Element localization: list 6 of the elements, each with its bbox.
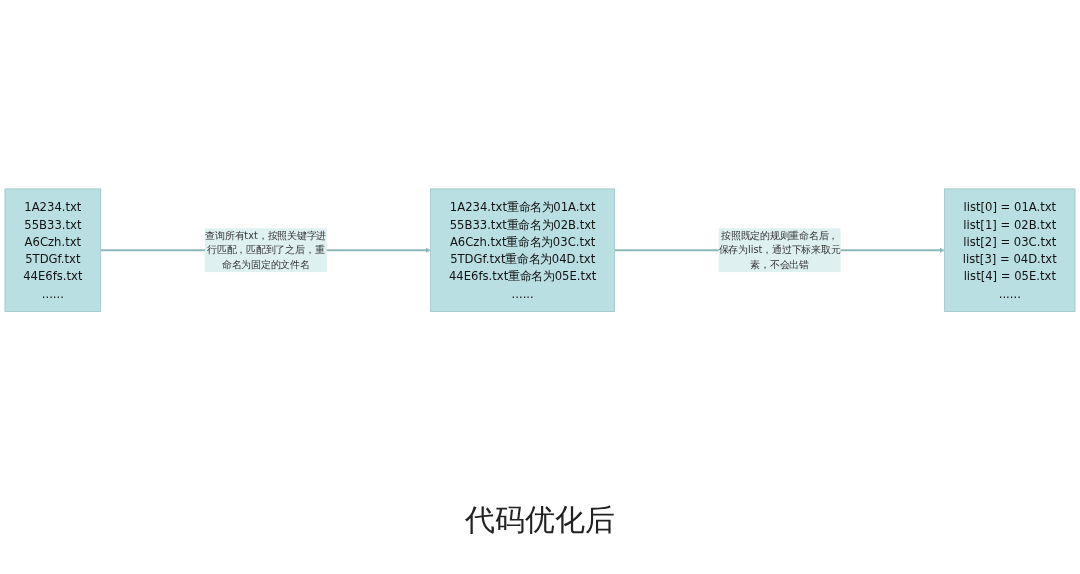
node-box: 1A234.txt重命名为01A.txt 55B33.txt重命名为02B.txt A6Czh.txt重命名为03C.txt 5TDGf.txt重命名为04D.txt 44E6fs.txt重命名为05E.txt ......: [430, 188, 615, 312]
edge-label: 按照既定的规则重命名后，保存为list，通过下标来取元素，不会出错: [718, 229, 841, 271]
edge-label: 查询所有txt，按照关键字进行匹配，匹配到了之后，重命名为固定的文件名: [205, 229, 327, 271]
node-box: list[0] = 01A.txt list[1] = 02B.txt list[2] = 03C.txt list[3] = 04D.txt list[4] = 05E.txt ......: [944, 188, 1076, 312]
node-box: 1A234.txt 55B33.txt A6Czh.txt 5TDGf.txt 44E6fs.txt ......: [4, 188, 102, 312]
caption: 代码优化后: [465, 501, 615, 539]
